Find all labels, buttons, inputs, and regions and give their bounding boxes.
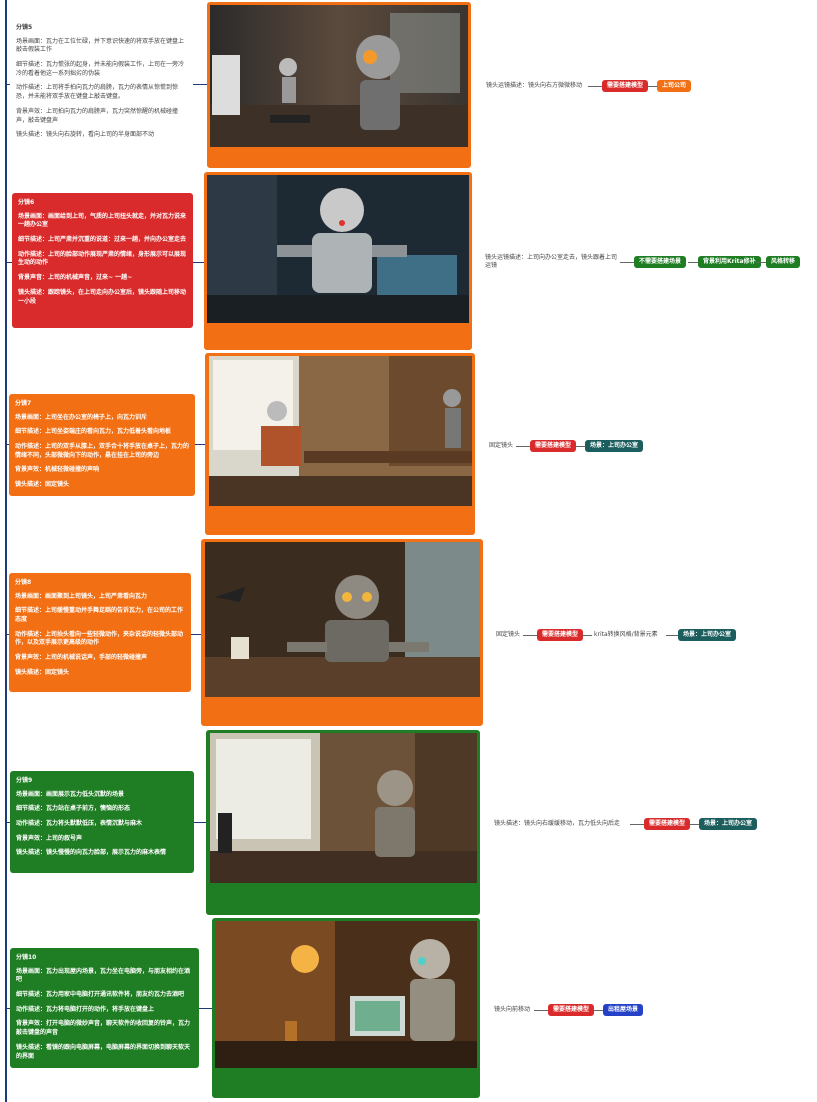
camera-desc-8: 固定镜头 <box>496 631 521 638</box>
shot-line: 动作描述：瓦力将电脑打开的动作，将手放在键盘上 <box>16 1005 155 1013</box>
shot-line: 细节描述：上司缓慢重动并手舞足蹈的告诉瓦力，在公司的工作态度 <box>15 607 184 624</box>
shot-line: 细节描述：上司坐姿端庄的看向瓦力，瓦力低着头看向地板 <box>15 428 172 436</box>
shot-line: 动作描述：上司抬头看向一些轻微动作，夹杂说话的轻微头部动作，以及双手展示更高级的… <box>15 630 184 647</box>
storyboard-image-7 <box>209 356 472 506</box>
tag-model-needed[interactable]: 需要搭建模型 <box>530 440 577 452</box>
tag-scene[interactable]: 上司公司 <box>657 80 692 92</box>
shot-line: 动作描述：上司的双手从膝上，双手合十将手放在桌子上，瓦力的情绪不同，头部微微向下… <box>15 443 190 459</box>
tag-connector <box>620 262 634 263</box>
tag-scene[interactable]: 场景：上司办公室 <box>678 629 737 641</box>
tag-model-needed[interactable]: 需要搭建模型 <box>548 1004 595 1016</box>
shot-title: 分镜6 <box>18 199 35 206</box>
tag-connector <box>756 262 766 263</box>
tag-scene[interactable]: 场景：上司办公室 <box>699 818 758 830</box>
shot-line: 动作描述：上司将手拍向瓦力的肩膀，瓦力的表情从惊慌到惊恐，并未能将双手放在键盘上… <box>16 84 179 101</box>
shot-line: 动作描述：瓦力将头默默低压，表情沉默与麻木 <box>16 820 143 828</box>
tag-scene[interactable]: 场景：上司办公室 <box>585 440 644 452</box>
shot-line: 背景声效：上司拍向瓦力的肩膀声，瓦力突然惊醒的机械碰撞声，敲击键盘声 <box>16 107 179 124</box>
shot-line: 细节描述：上司严肃并沉重的说道：过来一趟，并向办公室走去 <box>18 236 187 244</box>
tag-connector <box>534 1010 548 1011</box>
tag-scene[interactable]: 出租屋场景 <box>603 1004 644 1016</box>
tag-style-transfer[interactable]: 风格转移 <box>766 256 801 268</box>
shot-title: 分镜7 <box>15 400 32 407</box>
shot-line: 背景声音：上司的机械声音，过来~ 一趟~ <box>18 274 133 282</box>
shot-line: 场景画面：瓦力出现屋内场景，瓦力坐在电脑旁，与朋友相约在酒吧 <box>16 967 191 984</box>
shot-line: 场景画面：画面给到上司，气质的上司扭头就走，并对瓦力说来一趟办公室 <box>18 212 187 229</box>
shot-line: 镜头描述：固定镜头 <box>15 668 70 676</box>
tag-connector <box>575 446 585 447</box>
shot-title: 分镜10 <box>16 954 37 961</box>
shot-line: 镜头描述：看镜的跟向电脑屏幕，电脑屏幕的界面切换到聊天软天的界面 <box>16 1043 191 1060</box>
shot-card-9[interactable]: 分镜9 场景画面：画面展示瓦力低头沉默的场景 细节描述：瓦力站在桌子前方，懊恼的… <box>10 771 194 873</box>
camera-desc-9: 镜头描述：镜头向右缓缓移动，瓦力低头向后走 <box>494 820 621 827</box>
camera-desc-6: 镜头运镜描述：上司向办公室走去，镜头跟着上司运镜 <box>485 254 618 269</box>
shot-line: 细节描述：瓦力站在桌子前方，懊恼的形态 <box>16 805 131 813</box>
shot-card-10[interactable]: 分镜10 场景画面：瓦力出现屋内场景，瓦力坐在电脑旁，与朋友相约在酒吧 细节描述… <box>10 948 199 1068</box>
shot-line: 细节描述：瓦力用家中电脑打开通讯软件将，朋友约瓦力去酒吧 <box>16 991 185 999</box>
tag-connector <box>593 1010 603 1011</box>
shot-line: 场景画面：画面聚到上司镜头，上司严肃看向瓦力 <box>15 592 148 600</box>
tag-no-scene[interactable]: 不需要搭建场景 <box>634 256 687 268</box>
shot-line: 背景声效：上司的叙号声 <box>16 834 83 842</box>
shot-line: 场景画面：画面展示瓦力低头沉默的场景 <box>16 790 125 798</box>
tag-connector <box>689 824 699 825</box>
shot-line: 背景声效：打开电脑的微妙声音，聊天软件的收回复的铃声，瓦力敲击键盘的声音 <box>16 1020 191 1037</box>
shot-line: 场景画面：瓦力在工位忙碌，并下意识快速的将双手放在键盘上敲击假装工作 <box>16 37 185 54</box>
tag-connector <box>516 446 530 447</box>
tag-connector <box>523 635 537 636</box>
tag-model-needed[interactable]: 需要搭建模型 <box>644 818 691 830</box>
shot-card-5[interactable]: 分镜5 场景画面：瓦力在工位忙碌，并下意识快速的将双手放在键盘上敲击假装工作 细… <box>10 18 193 148</box>
tag-connector <box>666 635 678 636</box>
tag-connector <box>630 824 644 825</box>
shot-line: 动作描述：上司的脸部动作展现严肃的情绪，身形展示可以展现生动的动作 <box>18 250 187 267</box>
storyboard-image-10 <box>215 921 477 1068</box>
shot-title: 分镜9 <box>16 777 33 784</box>
shot-card-8[interactable]: 分镜8 场景画面：画面聚到上司镜头，上司严肃看向瓦力 细节描述：上司缓慢重动并手… <box>9 573 191 692</box>
mindmap-spine <box>5 0 7 1102</box>
camera-desc-5: 镜头运镜描述：镜头向右方微微移动 <box>486 82 583 89</box>
krita-note: krita转换风格/背景元素 <box>594 631 658 638</box>
camera-desc-7: 固定镜头 <box>489 442 514 449</box>
shot-line: 镜头描述：固定镜头 <box>15 481 70 489</box>
shot-line: 场景画面：上司坐在办公室的椅子上，向瓦力训斥 <box>15 413 148 421</box>
shot-line: 背景声效：上司的机械说话声，手部的轻微碰撞声 <box>15 654 148 662</box>
tag-model-needed[interactable]: 需要搭建模型 <box>537 629 584 641</box>
tag-krita-fix[interactable]: 背景利用Krita修补 <box>698 256 761 268</box>
storyboard-image-8 <box>205 542 480 697</box>
shot-line: 镜头描述：跟踪镜头，在上司走向办公室后，镜头跟随上司移动一小段 <box>18 288 187 305</box>
shot-card-6[interactable]: 分镜6 场景画面：画面给到上司，气质的上司扭头就走，并对瓦力说来一趟办公室 细节… <box>12 193 193 328</box>
tag-connector <box>688 262 698 263</box>
storyboard-image-5 <box>210 5 468 147</box>
shot-card-7[interactable]: 分镜7 场景画面：上司坐在办公室的椅子上，向瓦力训斥 细节描述：上司坐姿端庄的看… <box>9 394 195 496</box>
shot-line: 背景声效：机械轻微碰撞的声响 <box>15 466 100 474</box>
tag-model-needed[interactable]: 需要搭建模型 <box>602 80 649 92</box>
storyboard-image-6 <box>207 175 469 323</box>
tag-connector <box>582 635 592 636</box>
shot-line: 镜头描述：镜头向右旋转，看向上司的半身面部不动 <box>16 131 155 139</box>
shot-line: 细节描述：瓦力慌张的起身，并未能向假装工作，上司在一旁冷冷的看着他这一系列拙劣的… <box>16 61 185 77</box>
shot-title: 分镜8 <box>15 579 32 586</box>
camera-desc-10: 镜头向前移动 <box>494 1006 531 1013</box>
storyboard-image-9 <box>210 733 477 883</box>
shot-line: 镜头描述：镜头慢慢的向瓦力脸部，展示瓦力的麻木表情 <box>16 849 167 857</box>
tag-connector <box>588 86 602 87</box>
shot-title: 分镜5 <box>16 24 33 31</box>
tag-connector <box>647 86 657 87</box>
